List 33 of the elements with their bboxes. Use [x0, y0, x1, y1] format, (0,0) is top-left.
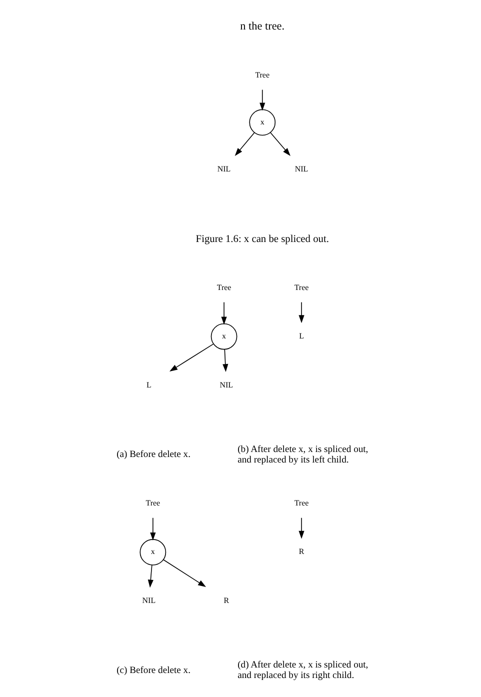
node-text: L — [298, 332, 304, 341]
arrow — [162, 559, 206, 588]
node-text: R — [223, 596, 229, 605]
arrow — [298, 302, 304, 324]
node-text: Tree — [216, 282, 231, 292]
node-text: NIL — [219, 380, 233, 390]
label: (a) Before delete x. — [116, 449, 190, 460]
arrow — [270, 132, 290, 156]
label: (b) After delete x, x is spliced out, and replaced by its left child. — [237, 444, 368, 466]
node-text: NIL — [294, 164, 308, 174]
node-text: Tree — [294, 282, 308, 292]
node-text: R — [298, 547, 304, 556]
label: Figure 1.6: x can be spliced out. — [195, 234, 328, 245]
arrow — [168, 344, 214, 372]
node-circle: x — [210, 323, 237, 350]
arrow — [259, 89, 265, 111]
node-text: Tree — [145, 498, 160, 508]
label: (d) After delete x, x is spliced out, and replaced by its right child. — [237, 660, 368, 682]
node-text: Tree — [254, 70, 270, 80]
label: (c) Before delete x. — [116, 664, 190, 676]
arrow — [222, 349, 228, 372]
arrow — [150, 518, 156, 540]
node-circle: x — [139, 539, 166, 566]
node-circle: x — [248, 109, 276, 136]
label: n the tree. — [240, 20, 284, 33]
arrow — [234, 132, 254, 156]
node-text: NIL — [216, 164, 230, 174]
arrow — [147, 564, 153, 588]
node-text: NIL — [142, 596, 156, 605]
node-text: L — [146, 380, 151, 390]
node-text: Tree — [294, 498, 308, 508]
arrow — [220, 302, 226, 325]
arrow — [298, 518, 304, 539]
